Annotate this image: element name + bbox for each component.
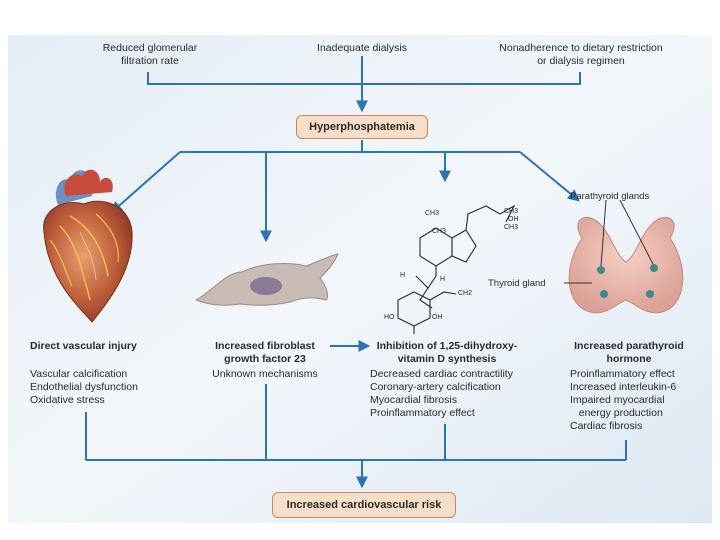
thyroid-illustration (564, 199, 684, 314)
chem-ch3-ring: CH3 (432, 228, 447, 235)
col2-item-1: Unknown mechanisms (212, 368, 318, 380)
col4-item-1: Proinflammatory effect (570, 368, 675, 380)
branch-connectors (110, 140, 580, 352)
cause-gfr: Reduced glomerular filtration rate (102, 42, 198, 67)
chem-ch2: CH2 (458, 290, 473, 297)
label-thyroid-gland: Thyroid gland (488, 278, 546, 289)
chem-h-left: H (400, 272, 406, 279)
col1-item-2: Endothelial dysfunction (30, 381, 138, 393)
label-parathyroid-glands: Parathyroid glands (570, 191, 650, 202)
col1-item-1: Vascular calcification (30, 368, 128, 380)
cause-connector-left (147, 72, 362, 85)
branch-arrow-heart (110, 151, 181, 214)
outcome-connectors (85, 384, 627, 489)
col4-item-2: Increased interleukin-6 (570, 381, 677, 393)
cause-dialysis: Inadequate dialysis (317, 42, 407, 54)
col4-title: Increased parathyroid hormone (574, 340, 684, 365)
col3-item-3: Myocardial fibrosis (370, 394, 457, 406)
chem-oh: OH (508, 216, 519, 223)
col4-item-4: Cardiac fibrosis (570, 420, 643, 432)
chem-ch3-right-2: CH3 (504, 224, 519, 231)
chem-ch3-left: CH3 (425, 210, 440, 217)
cause-connector-right (362, 72, 581, 85)
col2-title: Increased fibroblast growth factor 23 (215, 340, 315, 365)
outcome-box: Increased cardiovascular risk (272, 492, 456, 518)
col3-title: Inhibition of 1,25-dihydroxy- vitamin D … (376, 340, 518, 365)
chem-ho: HO (384, 314, 395, 321)
chem-ch3-right-1: CH3 (504, 208, 519, 215)
branch-arrow-parathyroid (519, 151, 580, 202)
chem-h-right: H (440, 276, 446, 283)
col4-item-3: Impaired myocardial energy production (570, 394, 665, 419)
chem-oh-bottom: OH (432, 314, 443, 321)
col1-item-3: Oxidative stress (30, 394, 105, 406)
heart-illustration (43, 169, 133, 323)
vitamin-d-structure (397, 204, 516, 334)
col3-item-4: Proinflammatory effect (370, 407, 475, 419)
cause-connectors (147, 56, 581, 113)
col3-item-2: Coronary-artery calcification (370, 381, 501, 393)
fibroblast-illustration (194, 253, 339, 306)
cause-nonadherence: Nonadherence to dietary restriction or d… (499, 42, 663, 67)
hyperphosphatemia-box: Hyperphosphatemia (296, 115, 428, 139)
col3-item-1: Decreased cardiac contractility (370, 368, 513, 380)
col1-title: Direct vascular injury (30, 340, 137, 352)
